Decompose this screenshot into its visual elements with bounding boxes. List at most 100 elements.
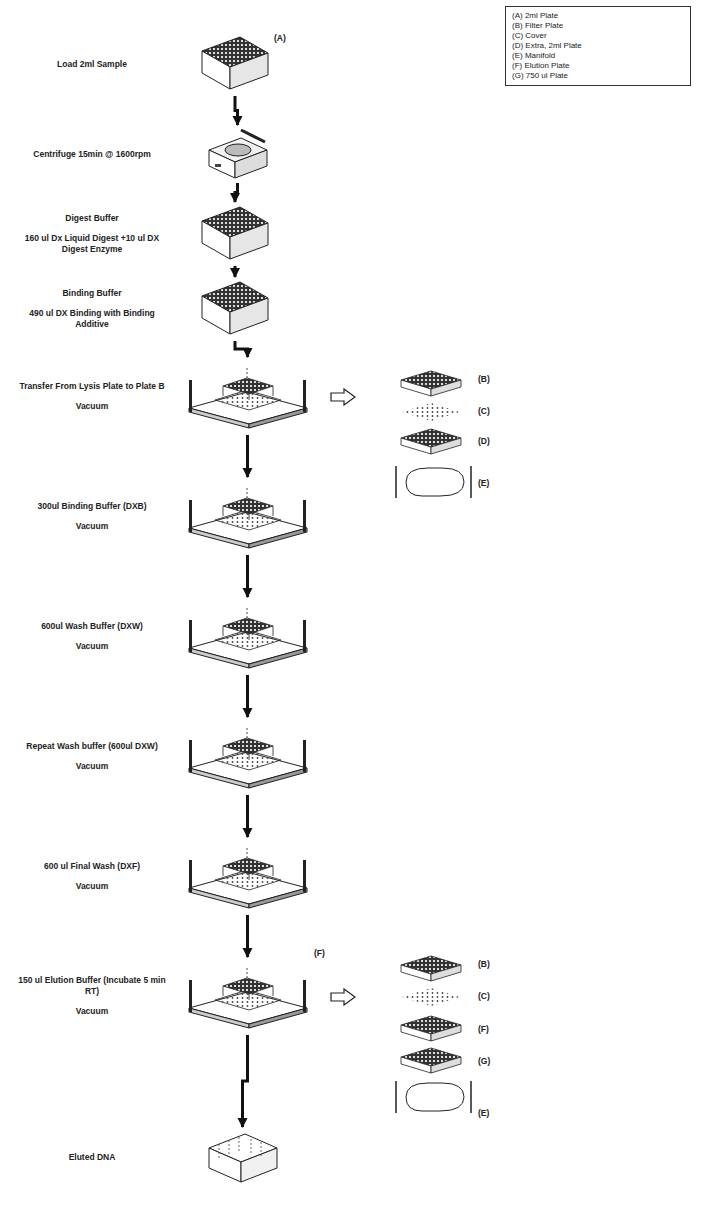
eluted-plate: [209, 1134, 277, 1182]
hollow-arrow: [331, 989, 355, 1005]
legend-entry: (C) Cover: [512, 31, 684, 41]
step-text: Transfer From Lysis Plate to Plate B Vacu…: [12, 381, 172, 412]
callout-letter: (B): [478, 959, 490, 969]
step-detail: Vacuum: [12, 881, 172, 892]
callout-letter: (E): [478, 478, 489, 488]
flow-arrow: [246, 915, 249, 957]
deep-well-plate: [202, 282, 268, 334]
callout-letter: (G): [478, 1056, 490, 1066]
legend-text: (G) 750 ul Plate: [512, 71, 568, 80]
flow-arrow: [235, 183, 238, 202]
process-step: 600 ul Final Wash (DXF)Vacuum: [185, 840, 310, 912]
step-label: Digest Buffer: [12, 213, 172, 224]
vacuum-manifold: [189, 608, 307, 668]
legend-entry: (F) Elution Plate: [512, 61, 684, 71]
step-text: Digest Buffer 160 ul Dx Liquid Digest +10…: [12, 213, 172, 255]
step-detail: Vacuum: [12, 401, 172, 412]
vacuum-manifold: [189, 848, 307, 908]
filter-plate: [401, 371, 461, 396]
step-label: Transfer From Lysis Plate to Plate B: [12, 381, 172, 392]
cover: [402, 403, 460, 421]
callout-letter: (A): [274, 33, 286, 43]
step-detail: Vacuum: [12, 1006, 172, 1017]
bracket: [395, 466, 397, 498]
legend-entry: (E) Manifold: [512, 51, 684, 61]
callout-letter: (C): [478, 406, 490, 416]
bracket: [470, 466, 472, 498]
flow-arrow: [246, 435, 249, 477]
bracket: [470, 1081, 472, 1113]
step-text: 150 ul Elution Buffer (Incubate 5 min RT…: [12, 975, 172, 1017]
deep-well-plate: [202, 207, 268, 259]
callout-letter: (F): [478, 1024, 489, 1034]
flow-arrow: [246, 675, 249, 717]
process-step: 300ul Binding Buffer (DXB)Vacuum: [185, 480, 310, 552]
process-step: 600ul Wash Buffer (DXW)Vacuum: [185, 600, 310, 672]
callout-letter: (D): [478, 436, 490, 446]
legend-text: (D) Extra, 2ml Plate: [512, 41, 582, 50]
step-text: Binding Buffer 490 ul DX Binding with Bin…: [12, 288, 172, 330]
extra-plate: [401, 429, 461, 454]
step-text: 600ul Wash Buffer (DXW) Vacuum: [12, 621, 172, 652]
exploded-stack: [396, 371, 471, 498]
vacuum-manifold: [189, 968, 307, 1028]
step-label: Load 2ml Sample: [12, 59, 172, 70]
step-text: Load 2ml Sample: [12, 59, 172, 70]
process-step: Digest Buffer160 ul Dx Liquid Digest +10…: [200, 205, 270, 263]
flow-arrow: [235, 96, 238, 125]
step-detail: Vacuum: [12, 641, 172, 652]
step-label: Repeat Wash buffer (600ul DXW): [12, 741, 172, 752]
process-step: 150 ul Elution Buffer (Incubate 5 min RT…: [185, 960, 310, 1032]
vacuum-manifold: [189, 368, 307, 428]
step-detail: 490 ul DX Binding with Binding Additive: [12, 308, 172, 330]
step-label: 600 ul Final Wash (DXF): [12, 861, 172, 872]
step-label: Centrifuge 15min @ 1600rpm: [12, 149, 172, 160]
step-label: Binding Buffer: [12, 288, 172, 299]
collection-plate: [401, 1048, 461, 1073]
process-step: Transfer From Lysis Plate to Plate BVacu…: [185, 360, 310, 432]
exploded-stack: [396, 956, 471, 1113]
vacuum-manifold: [189, 728, 307, 788]
callout-letter: (B): [478, 374, 490, 384]
step-detail: Vacuum: [12, 761, 172, 772]
legend-entry: (A) 2ml Plate: [512, 11, 684, 21]
cover: [402, 988, 460, 1006]
legend-text: (C) Cover: [512, 31, 547, 40]
legend-text: (E) Manifold: [512, 51, 555, 60]
step-text: 300ul Binding Buffer (DXB)Vacuum: [12, 501, 172, 532]
vacuum-manifold: [189, 488, 307, 548]
deep-well-plate: [202, 37, 268, 89]
legend-entry: (D) Extra, 2ml Plate: [512, 41, 684, 51]
step-label: 150 ul Elution Buffer (Incubate 5 min RT…: [12, 975, 172, 997]
callout-letter: (F): [314, 948, 325, 958]
process-step: Eluted DNA: [205, 1130, 280, 1185]
filter-plate: [401, 956, 461, 981]
callout-letter: (C): [478, 991, 490, 1001]
legend-text: (F) Elution Plate: [512, 61, 569, 70]
bracket: [395, 1081, 397, 1113]
flow-arrow: [246, 795, 249, 837]
hollow-arrow: [331, 389, 355, 405]
step-detail: 160 ul Dx Liquid Digest +10 ul DX Digest…: [12, 233, 172, 255]
step-label: Eluted DNA: [12, 1152, 172, 1163]
flow-arrow: [235, 341, 248, 357]
step-label: 300ul Binding Buffer (DXB): [12, 501, 172, 512]
centrifuge: [209, 130, 267, 178]
step-text: Centrifuge 15min @ 1600rpm: [12, 149, 172, 160]
legend-text: (B) Filter Plate: [512, 21, 563, 30]
manifold-base: [406, 1083, 464, 1111]
step-label: 600ul Wash Buffer (DXW): [12, 621, 172, 632]
process-step: Binding Buffer490 ul DX Binding with Bin…: [200, 280, 270, 338]
flow-arrow: [246, 555, 249, 597]
flow-arrow: [243, 1035, 248, 1127]
step-text: 600 ul Final Wash (DXF) Vacuum: [12, 861, 172, 892]
elution-plate: [401, 1016, 461, 1041]
process-step: Centrifuge 15min @ 1600rpm: [205, 128, 270, 180]
process-step: Repeat Wash buffer (600ul DXW)Vacuum: [185, 720, 310, 792]
process-step: Load 2ml Sample: [200, 35, 270, 93]
legend: (A) 2ml Plate(B) Filter Plate(C) Cover(D…: [505, 6, 691, 86]
manifold-base: [406, 468, 464, 496]
